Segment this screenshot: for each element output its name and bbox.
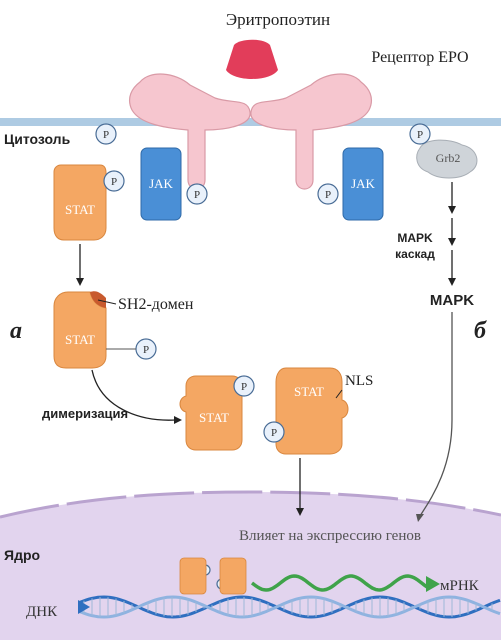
stat-dimer-left-label: STAT: [199, 410, 229, 425]
phospho-left-jak: P: [186, 183, 208, 205]
phospho-left-stat: P: [103, 170, 125, 192]
cell-membrane: [0, 118, 501, 126]
dna-arrowhead: [78, 600, 90, 614]
dna-helix: [78, 595, 501, 619]
nucleus-label: Ядро: [4, 547, 40, 563]
phospho-stat-sh2: P: [135, 338, 157, 360]
svg-text:P: P: [103, 129, 109, 141]
nls-label: NLS: [345, 373, 373, 389]
svg-text:P: P: [111, 176, 117, 188]
dimerization-label: димеризация: [42, 406, 128, 421]
mrna-label: мРНК: [440, 578, 480, 594]
jak-right-label: JAK: [351, 176, 375, 191]
stat-sh2-label: STAT: [65, 332, 95, 347]
mapk-cascade-line1: MAPK: [397, 231, 433, 245]
epo-receptor: [128, 73, 373, 190]
svg-text:P: P: [143, 344, 149, 356]
mapk-cascade-line2: каскад: [395, 247, 435, 261]
title-erythropoietin: Эритропоэтин: [226, 10, 330, 29]
phospho-dimer-bottom: P: [263, 421, 285, 443]
mrna-wave: [250, 574, 440, 592]
svg-text:P: P: [271, 427, 277, 439]
mrna-strand: [250, 574, 429, 592]
dna-strand-1: [79, 595, 501, 619]
panel-a-label: а: [10, 318, 22, 344]
dna-label: ДНК: [26, 604, 58, 620]
jak-left: [140, 147, 182, 221]
svg-text:P: P: [194, 189, 200, 201]
phospho-dimer-top: P: [233, 375, 255, 397]
gene-expression-label: Влияет на экспрессию генов: [239, 528, 421, 544]
jak-right: [342, 147, 384, 221]
phosphate-group: PPPPPPPPPP: [95, 123, 431, 590]
stat-top: [53, 164, 107, 241]
mapk-label: MAPK: [430, 292, 474, 309]
svg-text:P: P: [417, 129, 423, 141]
grb2-shape: [416, 139, 478, 179]
stat-dimer: [179, 367, 349, 455]
sh2-domain: [90, 291, 106, 308]
panel-b-label: б: [474, 318, 487, 344]
cytosol-label: Цитозоль: [4, 131, 71, 147]
phospho-right-receptor: P: [409, 123, 431, 145]
grb2-label: Grb2: [436, 151, 461, 165]
stat-dimer-right-label: STAT: [294, 384, 324, 399]
nucleus: [0, 490, 501, 640]
stat-top-label: STAT: [65, 202, 95, 217]
svg-text:P: P: [241, 381, 247, 393]
jak-left-label: JAK: [149, 176, 173, 191]
sh2-leader: [97, 299, 117, 305]
svg-text:P: P: [325, 189, 331, 201]
phospho-right-jak: P: [317, 183, 339, 205]
dna-strand-2: [79, 595, 501, 619]
sh2-label: SH2-домен: [118, 296, 194, 313]
stat-dimer-nuclear: [179, 557, 247, 595]
receptor-label: Рецептор ЕРО: [371, 49, 468, 66]
phospho-left-receptor: P: [95, 123, 117, 145]
mrna-arrowhead: [426, 576, 440, 592]
nls-leader: [335, 389, 343, 399]
arrows: [76, 182, 456, 522]
erythropoietin-shape: [226, 39, 278, 79]
